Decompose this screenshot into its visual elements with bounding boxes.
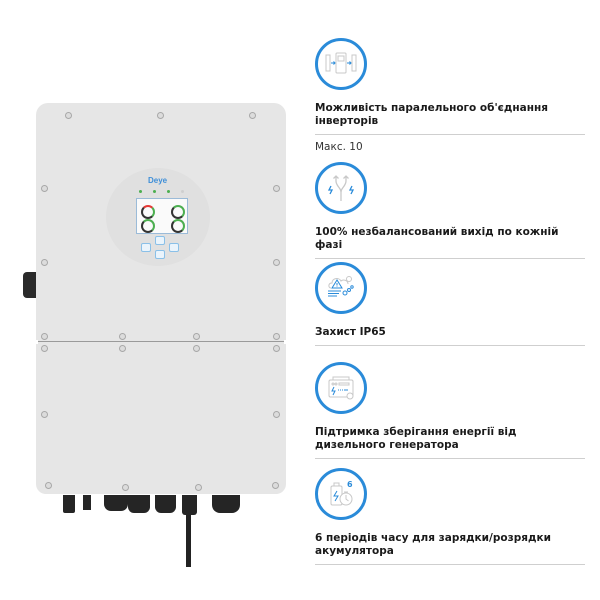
- cable-icon: [186, 515, 191, 567]
- inverter-lower-cover: [36, 344, 286, 494]
- feature-title: 100% незбалансований вихід по кожній фаз…: [315, 226, 559, 251]
- status-led-icon: [167, 190, 170, 193]
- divider: [315, 258, 585, 259]
- feature-title: Захист IP65: [315, 326, 386, 338]
- cable-gland-icon: [182, 495, 197, 515]
- weather-protection-icon: [315, 262, 367, 314]
- status-led-icon: [139, 190, 142, 193]
- diesel-generator-icon: [315, 362, 367, 414]
- screw: [122, 484, 129, 491]
- brand-logo: Deye: [148, 176, 168, 185]
- screw: [272, 482, 279, 489]
- lcd-display: [136, 198, 188, 234]
- inverter-side-handle: [23, 272, 36, 298]
- gauge-icon: [171, 219, 185, 233]
- divider: [315, 134, 585, 135]
- unbalanced-output-icon: [315, 162, 367, 214]
- pv-connector-icon: [83, 495, 91, 510]
- screw: [249, 112, 256, 119]
- screw: [193, 345, 200, 352]
- feature-title: 6 періодів часу для зарядки/розрядки аку…: [315, 532, 551, 557]
- screw: [273, 185, 280, 192]
- status-led-icon: [153, 190, 156, 193]
- inverter-cover-seam: [38, 340, 284, 344]
- screw: [45, 482, 52, 489]
- screw: [65, 112, 72, 119]
- feature-unbalanced-output: 100% незбалансований вихід по кожній фаз…: [315, 162, 585, 259]
- screw: [195, 484, 202, 491]
- screw: [119, 345, 126, 352]
- pv-connector-icon: [63, 495, 75, 513]
- battery-timer-icon: 6: [315, 468, 367, 520]
- panel-down-button: [155, 250, 165, 259]
- divider: [315, 458, 585, 459]
- screw: [157, 112, 164, 119]
- divider: [315, 345, 585, 346]
- gauge-icon: [141, 205, 155, 219]
- cable-gland-icon: [104, 495, 128, 511]
- panel-up-button: [155, 236, 165, 245]
- gauge-icon: [141, 219, 155, 233]
- status-led-icon: [181, 190, 184, 193]
- screw: [273, 333, 280, 340]
- feature-battery-periods: 6 6 періодів часу для зарядки/розрядки а…: [315, 468, 585, 565]
- screw: [41, 411, 48, 418]
- screw: [273, 259, 280, 266]
- screw: [119, 333, 126, 340]
- inverter-product-image: Deye: [23, 103, 286, 567]
- screw: [41, 259, 48, 266]
- feature-title: Підтримка зберігання енергії від дизельн…: [315, 426, 517, 451]
- panel-esc-button: [141, 243, 151, 252]
- screw: [273, 411, 280, 418]
- parallel-inverters-icon: [315, 38, 367, 90]
- gauge-icon: [171, 205, 185, 219]
- svg-text:6: 6: [347, 480, 353, 489]
- screw: [41, 185, 48, 192]
- feature-subtitle: Макс. 10: [315, 141, 363, 153]
- panel-enter-button: [169, 243, 179, 252]
- cable-gland-icon: [155, 495, 176, 513]
- cable-gland-icon: [128, 495, 150, 513]
- feature-ip65: Захист IP65: [315, 262, 585, 346]
- screw: [41, 333, 48, 340]
- screw: [273, 345, 280, 352]
- feature-title: Можливість паралельного об'єднання інвер…: [315, 102, 548, 127]
- cable-gland-icon: [212, 495, 240, 513]
- screw: [41, 345, 48, 352]
- screw: [193, 333, 200, 340]
- feature-diesel-generator: Підтримка зберігання енергії від дизельн…: [315, 362, 585, 459]
- divider: [315, 564, 585, 565]
- feature-parallel: Можливість паралельного об'єднання інвер…: [315, 38, 585, 153]
